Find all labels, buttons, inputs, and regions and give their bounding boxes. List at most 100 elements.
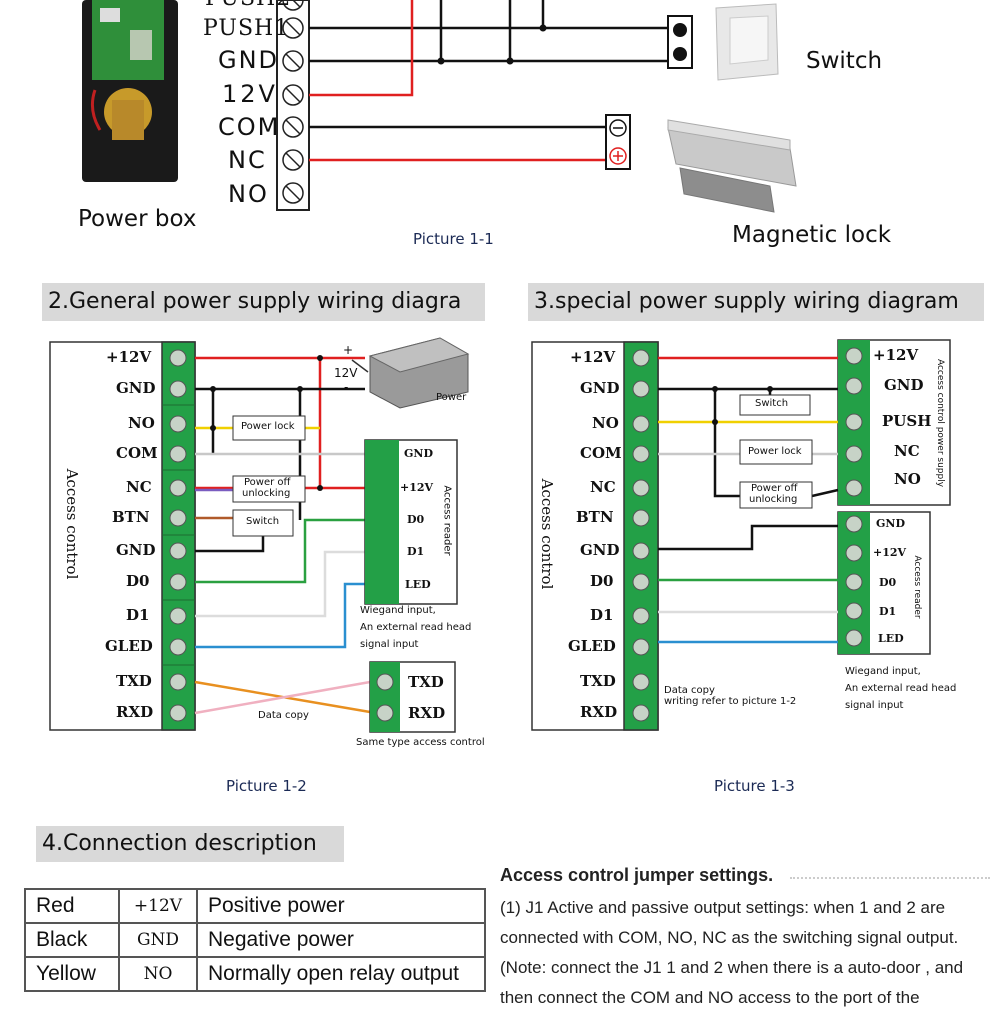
magnetic-lock-label: Magnetic lock	[732, 222, 892, 248]
description-cell: Normally open relay output	[196, 956, 486, 992]
s2-data-copy: Data copy	[258, 710, 309, 721]
picture-1-1-diagram	[82, 0, 797, 213]
s3-psu-label: Access control power supply	[935, 358, 945, 488]
jumper-line-3: (Note: connect the J1 1 and 2 when there…	[500, 958, 964, 977]
s2-same-type-rxd: RXD	[408, 704, 446, 722]
s3-terminal-txd: TXD	[580, 672, 616, 690]
general-wiring-diagram	[49, 337, 470, 733]
s3-reader-d1: D1	[879, 605, 897, 618]
s2-terminal-gnd2: GND	[116, 541, 156, 559]
s2-power-minus: -	[344, 380, 349, 394]
s3-reader-d0: D0	[879, 576, 897, 589]
s3-psu-no: NO	[894, 470, 921, 488]
special-wiring-diagram	[531, 339, 951, 731]
power-box-image	[82, 0, 178, 182]
s2-terminal-d1: D1	[126, 606, 150, 624]
s2-terminal-com: COM	[116, 444, 158, 462]
s3-data-copy-2: writing refer to picture 1-2	[664, 696, 797, 707]
picture-1-3-caption: Picture 1-3	[714, 777, 795, 795]
s2-terminal-rxd: RXD	[116, 703, 154, 721]
s3-terminal-btn: BTN	[576, 508, 614, 526]
s3-access-control-label: Access control	[538, 478, 556, 590]
s3-reader-label: Access reader	[912, 555, 922, 619]
s2-power-off-label-1: Power off	[244, 477, 291, 488]
s3-power-off-label-1: Power off	[751, 483, 798, 494]
description-cell: Negative power	[196, 922, 486, 958]
top-terminal-label-push1: PUSH1	[203, 16, 290, 41]
top-terminal-label-com: COM	[218, 113, 281, 141]
s2-switch-label: Switch	[246, 516, 280, 527]
s2-terminal-txd: TXD	[116, 672, 152, 690]
switch-label: Switch	[806, 48, 883, 74]
top-wires	[309, 0, 668, 162]
s2-power-plus: +	[343, 343, 354, 357]
s3-terminal-com: COM	[580, 444, 622, 462]
top-terminal-label-no: NO	[228, 180, 269, 208]
s3-terminal-nc: NC	[590, 478, 616, 496]
s2-reader-d1: D1	[407, 545, 425, 558]
s2-terminal-12v: +12V	[106, 348, 152, 366]
s2-same-type-txd: TXD	[408, 673, 444, 691]
power-box-label: Power box	[78, 206, 197, 232]
jumper-title-divider	[790, 877, 990, 879]
s3-psu-12v: +12V	[873, 346, 919, 364]
s3-reader-led: LED	[878, 632, 904, 645]
section4-title: 4.Connection description	[36, 826, 344, 862]
s3-switch-label: Switch	[755, 398, 789, 409]
s2-power-lock-label: Power lock	[241, 421, 295, 432]
s3-terminal-d0: D0	[590, 572, 614, 590]
s3-power-off-label-2: unlocking	[749, 494, 798, 505]
power-supply-image	[351, 337, 470, 409]
jumper-line-2: connected with COM, NO, NC as the switch…	[500, 928, 959, 947]
table-row: Yellow NO Normally open relay output	[24, 956, 486, 992]
jumper-title: Access control jumper settings.	[500, 865, 774, 885]
jumper-line-4: then connect the COM and NO access to th…	[500, 988, 920, 1007]
s2-power-label: Power	[436, 392, 467, 403]
picture-1-2-caption: Picture 1-2	[226, 777, 307, 795]
s2-terminal-gled: GLED	[105, 637, 153, 655]
s2-reader-gnd: GND	[404, 447, 433, 460]
s3-terminal-d1: D1	[590, 606, 614, 624]
table-row: Red +12V Positive power	[24, 888, 486, 924]
color-cell: Yellow	[24, 956, 120, 992]
code-cell: +12V	[118, 888, 198, 924]
s3-reader-12v: +12V	[873, 546, 907, 559]
s2-same-type-label: Same type access control	[356, 737, 485, 748]
switch-connector	[667, 15, 693, 69]
s2-terminal-no: NO	[128, 414, 155, 432]
section3-title: 3.special power supply wiring diagram	[528, 283, 984, 321]
s3-data-copy-1: Data copy	[664, 685, 715, 696]
s3-terminal-rxd: RXD	[580, 703, 618, 721]
s2-access-control-label: Access control	[63, 468, 81, 580]
description-cell: Positive power	[196, 888, 486, 924]
color-cell: Red	[24, 888, 120, 924]
s3-terminal-gled: GLED	[568, 637, 616, 655]
magnetic-lock-image	[667, 119, 797, 213]
picture-1-1-caption: Picture 1-1	[413, 230, 494, 248]
switch-image	[715, 3, 779, 81]
s3-psu-push: PUSH	[882, 412, 932, 430]
top-terminal-label-push2: PUSH2	[205, 0, 291, 11]
s2-terminal-btn: BTN	[112, 508, 150, 526]
jumper-line-1: (1) J1 Active and passive output setting…	[500, 898, 946, 917]
s3-wiegand-3: signal input	[845, 700, 904, 711]
s3-psu-nc: NC	[894, 442, 920, 460]
s2-reader-led: LED	[405, 578, 431, 591]
s2-reader-label: Access reader	[441, 485, 453, 556]
s2-power-off-label-2: unlocking	[242, 488, 291, 499]
s3-terminal-no: NO	[592, 414, 619, 432]
s2-terminal-nc: NC	[126, 478, 152, 496]
s3-power-lock-label: Power lock	[748, 446, 802, 457]
s3-reader-gnd: GND	[876, 517, 905, 530]
s2-terminal-gnd: GND	[116, 379, 156, 397]
s2-power-12v: 12V	[334, 366, 358, 380]
connection-description-table: Red +12V Positive power Black GND Negati…	[24, 888, 486, 992]
s3-terminal-gnd2: GND	[580, 541, 620, 559]
section2-title: 2.General power supply wiring diagra	[42, 283, 485, 321]
s3-psu-gnd: GND	[884, 376, 924, 394]
s2-wiegand-3: signal input	[360, 639, 419, 650]
s2-terminal-d0: D0	[126, 572, 150, 590]
top-terminal-block	[276, 0, 310, 211]
color-cell: Black	[24, 922, 120, 958]
s2-wiegand-1: Wiegand input,	[360, 605, 436, 616]
